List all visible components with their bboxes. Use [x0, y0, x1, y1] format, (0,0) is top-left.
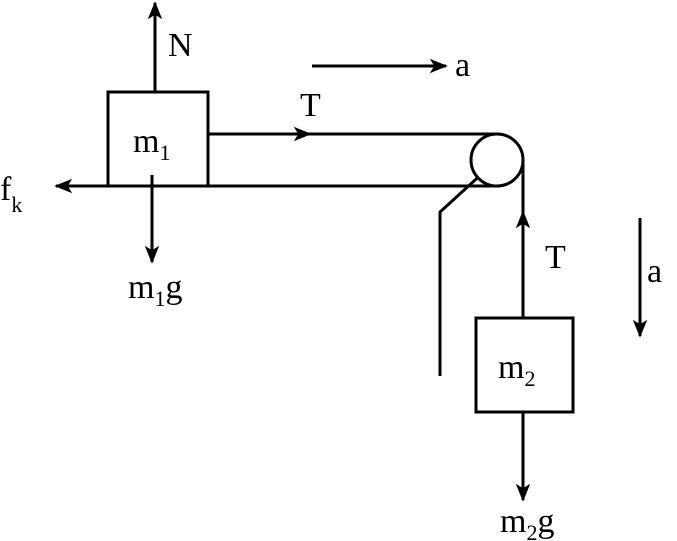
block-m1: [106, 90, 210, 188]
pulley: [469, 132, 525, 188]
acceleration-horizontal-label: a: [455, 47, 470, 84]
friction-label: fk: [0, 171, 22, 217]
block-m1-label: m1: [133, 123, 170, 165]
normal-force-label: N: [168, 27, 193, 64]
block-m2-label: m2: [498, 349, 535, 391]
weight-m1-label: m1g: [128, 269, 182, 311]
tension-vertical-label: T: [545, 239, 566, 276]
weight-m2-label: m2g: [500, 503, 554, 541]
acceleration-vertical-label: a: [647, 253, 662, 290]
block-m2: [474, 316, 575, 414]
tension-horizontal-label: T: [300, 87, 321, 124]
